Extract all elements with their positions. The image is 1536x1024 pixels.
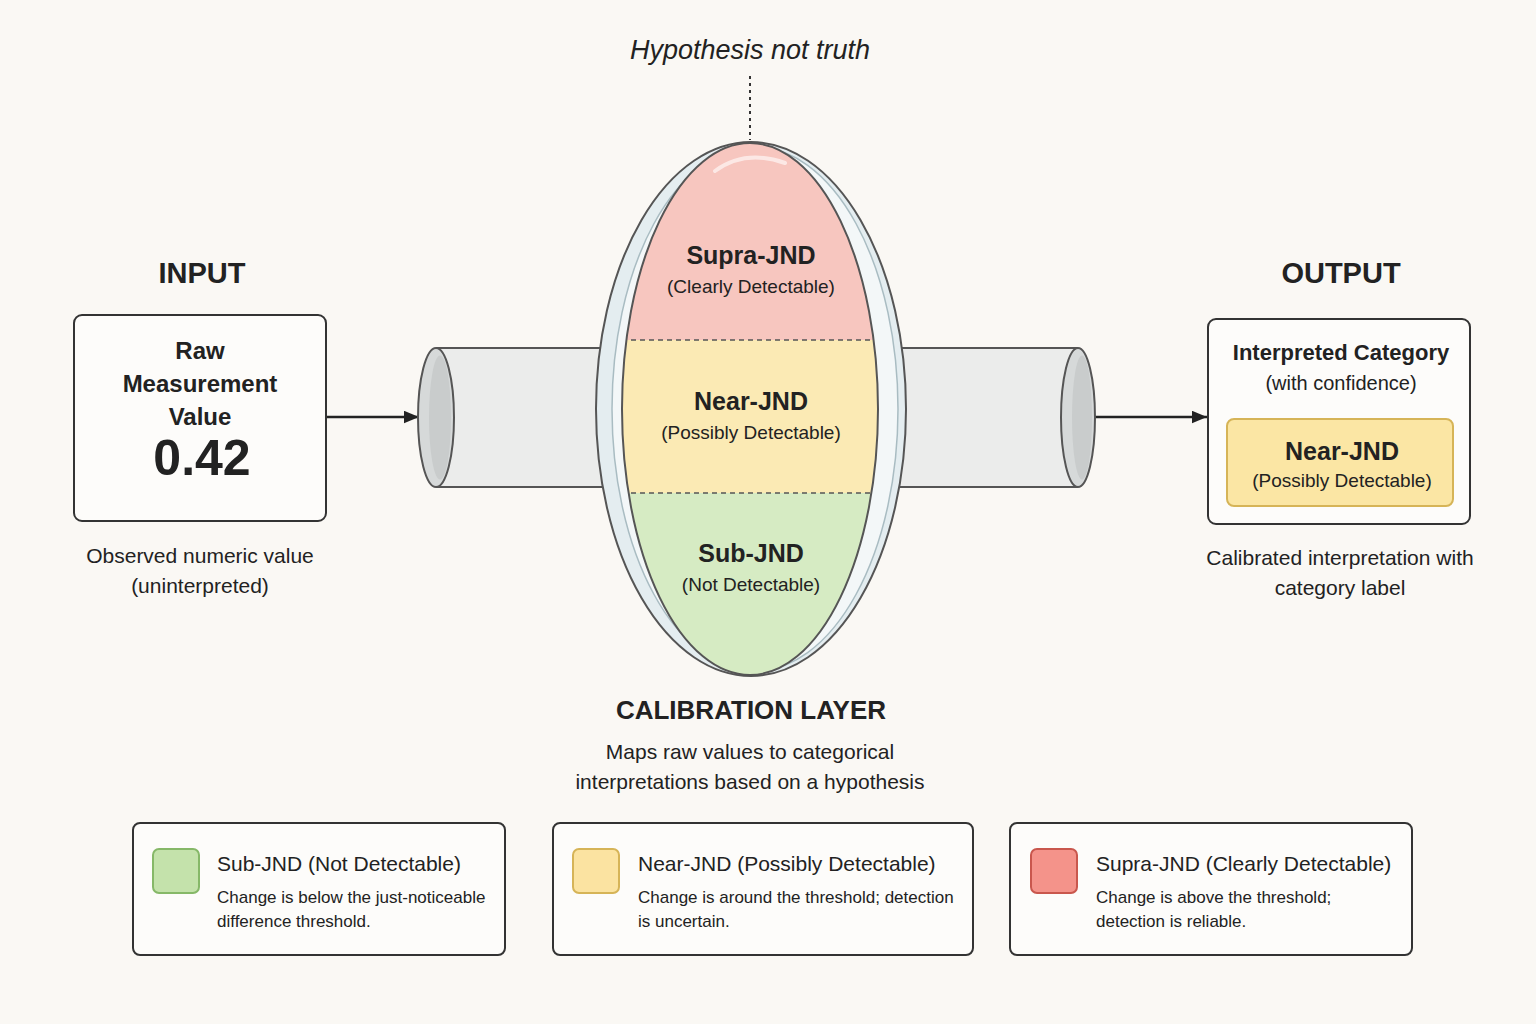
band-subtitle: (Clearly Detectable) — [623, 274, 879, 299]
category-chip: Near-JND(Possibly Detectable) — [1226, 418, 1454, 507]
legend-text: Sub-JND (Not Detectable) — [217, 851, 461, 877]
layer-caption: Maps raw values to categorical interpret… — [560, 737, 940, 797]
box-title: Interpreted Category — [1209, 338, 1473, 367]
jnd-band: Sub-JND(Not Detectable) — [623, 537, 879, 603]
input-box: INPUTRaw Measurement Value0.42 — [73, 314, 327, 522]
box-subtitle: (with confidence) — [1209, 370, 1473, 396]
hypothesis-note: Hypothesis not truth — [500, 33, 1000, 68]
band-title: Supra-JND — [623, 239, 879, 272]
legend-box — [553, 823, 973, 955]
band-subtitle: (Not Detectable) — [623, 572, 879, 597]
legend-description: Change is below the just-noticeable diff… — [217, 886, 497, 934]
box-caption: Calibrated interpretation with category … — [1205, 543, 1475, 603]
leader-line — [749, 76, 751, 140]
legend-description: Change is around the threshold; detectio… — [638, 886, 958, 934]
band-title: Near-JND — [623, 385, 879, 418]
chip-subtitle: (Possibly Detectable) — [1228, 468, 1456, 493]
section-heading: CALIBRATION LAYER — [515, 693, 987, 727]
legend-box — [1010, 823, 1412, 955]
jnd-band: Supra-JND(Clearly Detectable) — [623, 239, 879, 305]
legend-text: Near-JND (Possibly Detectable) — [638, 851, 936, 877]
legend-swatch — [152, 848, 200, 894]
box-caption: Observed numeric value (uninterpreted) — [70, 541, 330, 601]
band-title: Sub-JND — [623, 537, 879, 570]
output-box: OUTPUTInterpreted Category(with confiden… — [1207, 318, 1471, 525]
legend-swatch — [1030, 848, 1078, 894]
section-heading: INPUT — [35, 254, 369, 292]
jnd-band: Near-JND(Possibly Detectable) — [623, 385, 879, 451]
legend-swatch — [572, 848, 620, 894]
chip-title: Near-JND — [1228, 435, 1456, 468]
measurement-value: 0.42 — [75, 426, 329, 491]
legend-description: Change is above the threshold; detection… — [1096, 886, 1396, 934]
section-heading: OUTPUT — [1169, 254, 1513, 292]
box-title: Raw Measurement Value — [97, 334, 303, 433]
band-subtitle: (Possibly Detectable) — [623, 420, 879, 445]
legend-text: Supra-JND (Clearly Detectable) — [1096, 851, 1391, 877]
calibration-lens: CALIBRATION LAYERSupra-JND(Clearly Detec… — [595, 141, 907, 677]
legend-box — [133, 823, 505, 955]
